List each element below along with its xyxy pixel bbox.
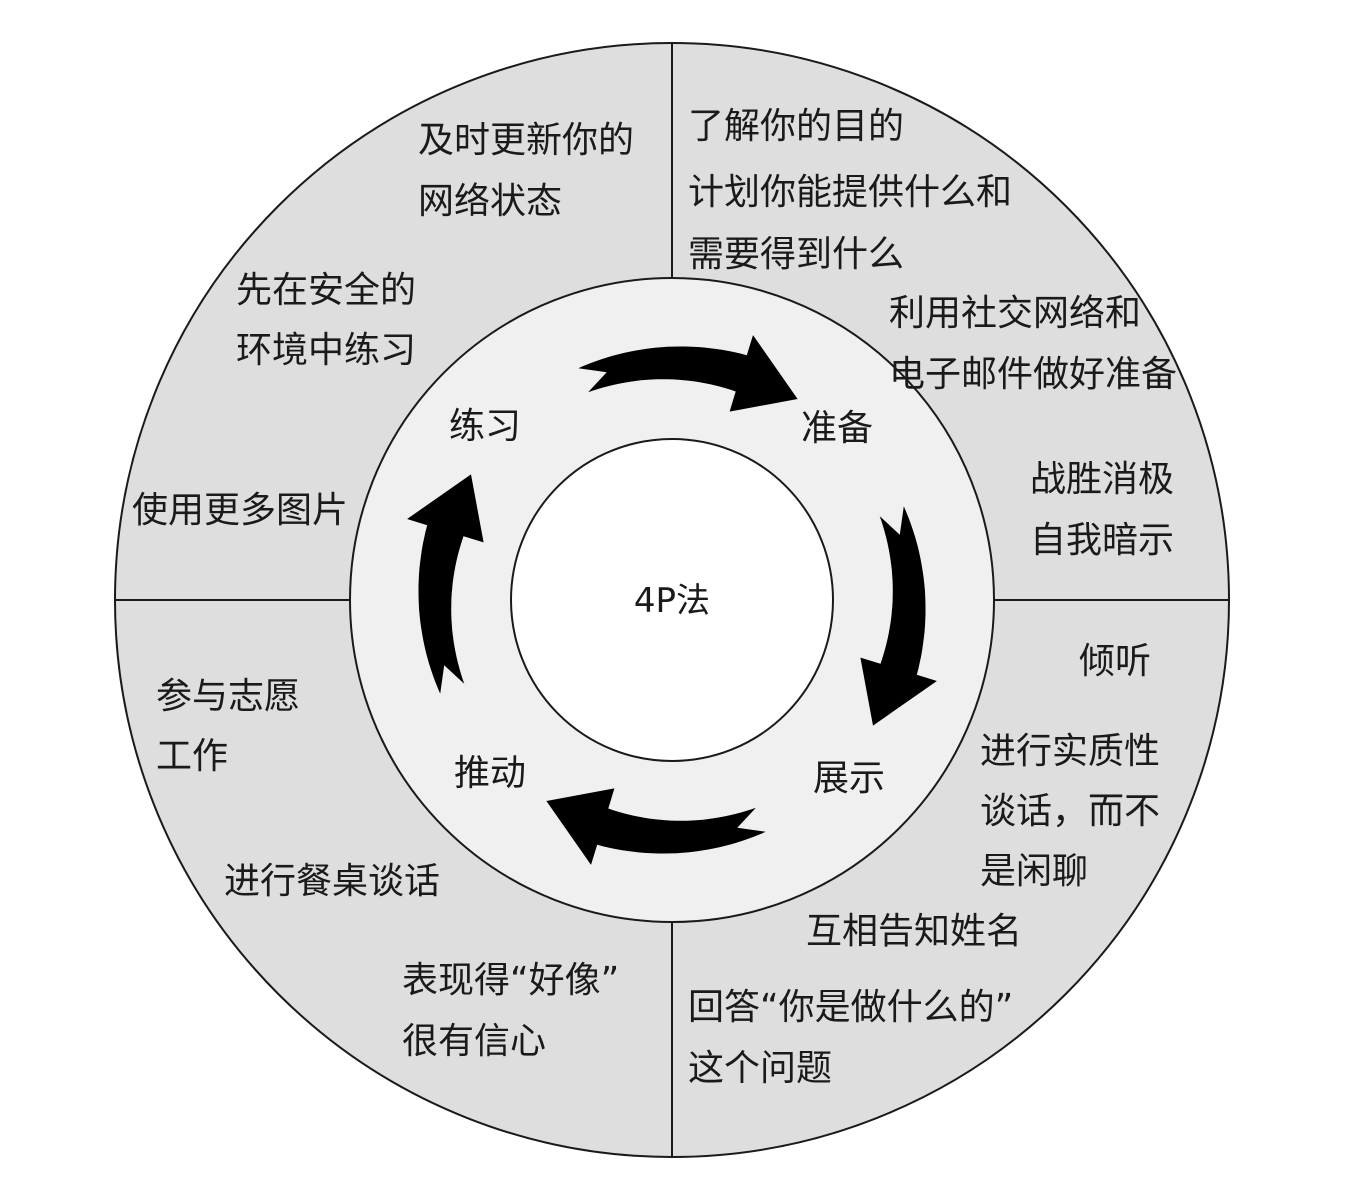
tip-act-confident: 表现得“好像” 很有信心 (402, 960, 631, 1062)
tip-exchange-names: 互相告知姓名 (806, 911, 1022, 952)
cycle-arrows (407, 335, 937, 865)
tip-update-status: 及时更新你的 网络状态 (418, 120, 645, 222)
arrow-prepare-to-present (860, 506, 937, 726)
tip-real-talk: 进行实质性 谈话，而不 是闲聊 (980, 731, 1171, 892)
tip-answer-question: 回答“你是做什么的” 这个问题 (688, 987, 1025, 1089)
tip-beat-negative: 战胜消极 自我暗示 (1030, 459, 1185, 561)
center-circle (510, 438, 834, 762)
tip-social-email: 利用社交网络和 电子邮件做好准备 (889, 293, 1177, 395)
stage-label-present: 展示 (813, 758, 885, 799)
tip-listen: 倾听 (1079, 641, 1151, 682)
stage-label-push: 推动 (454, 753, 526, 794)
arrow-present-to-push (546, 788, 766, 865)
tip-more-pictures: 使用更多图片 (132, 490, 348, 531)
stage-label-prepare: 准备 (801, 408, 873, 449)
arrow-practice-to-prepare (578, 335, 798, 412)
tip-practice-safe: 先在安全的 环境中练习 (236, 270, 427, 371)
center-label: 4P法 (634, 581, 710, 621)
tip-volunteer: 参与志愿 工作 (156, 676, 311, 777)
tip-plan-offer: 计划你能提供什么和 需要得到什么 (688, 172, 1023, 275)
tip-table-talk: 进行餐桌谈话 (224, 861, 440, 902)
stage-label-practice: 练习 (449, 406, 521, 447)
tip-know-purpose: 了解你的目的 (688, 106, 904, 147)
arrow-push-to-practice (407, 474, 484, 694)
